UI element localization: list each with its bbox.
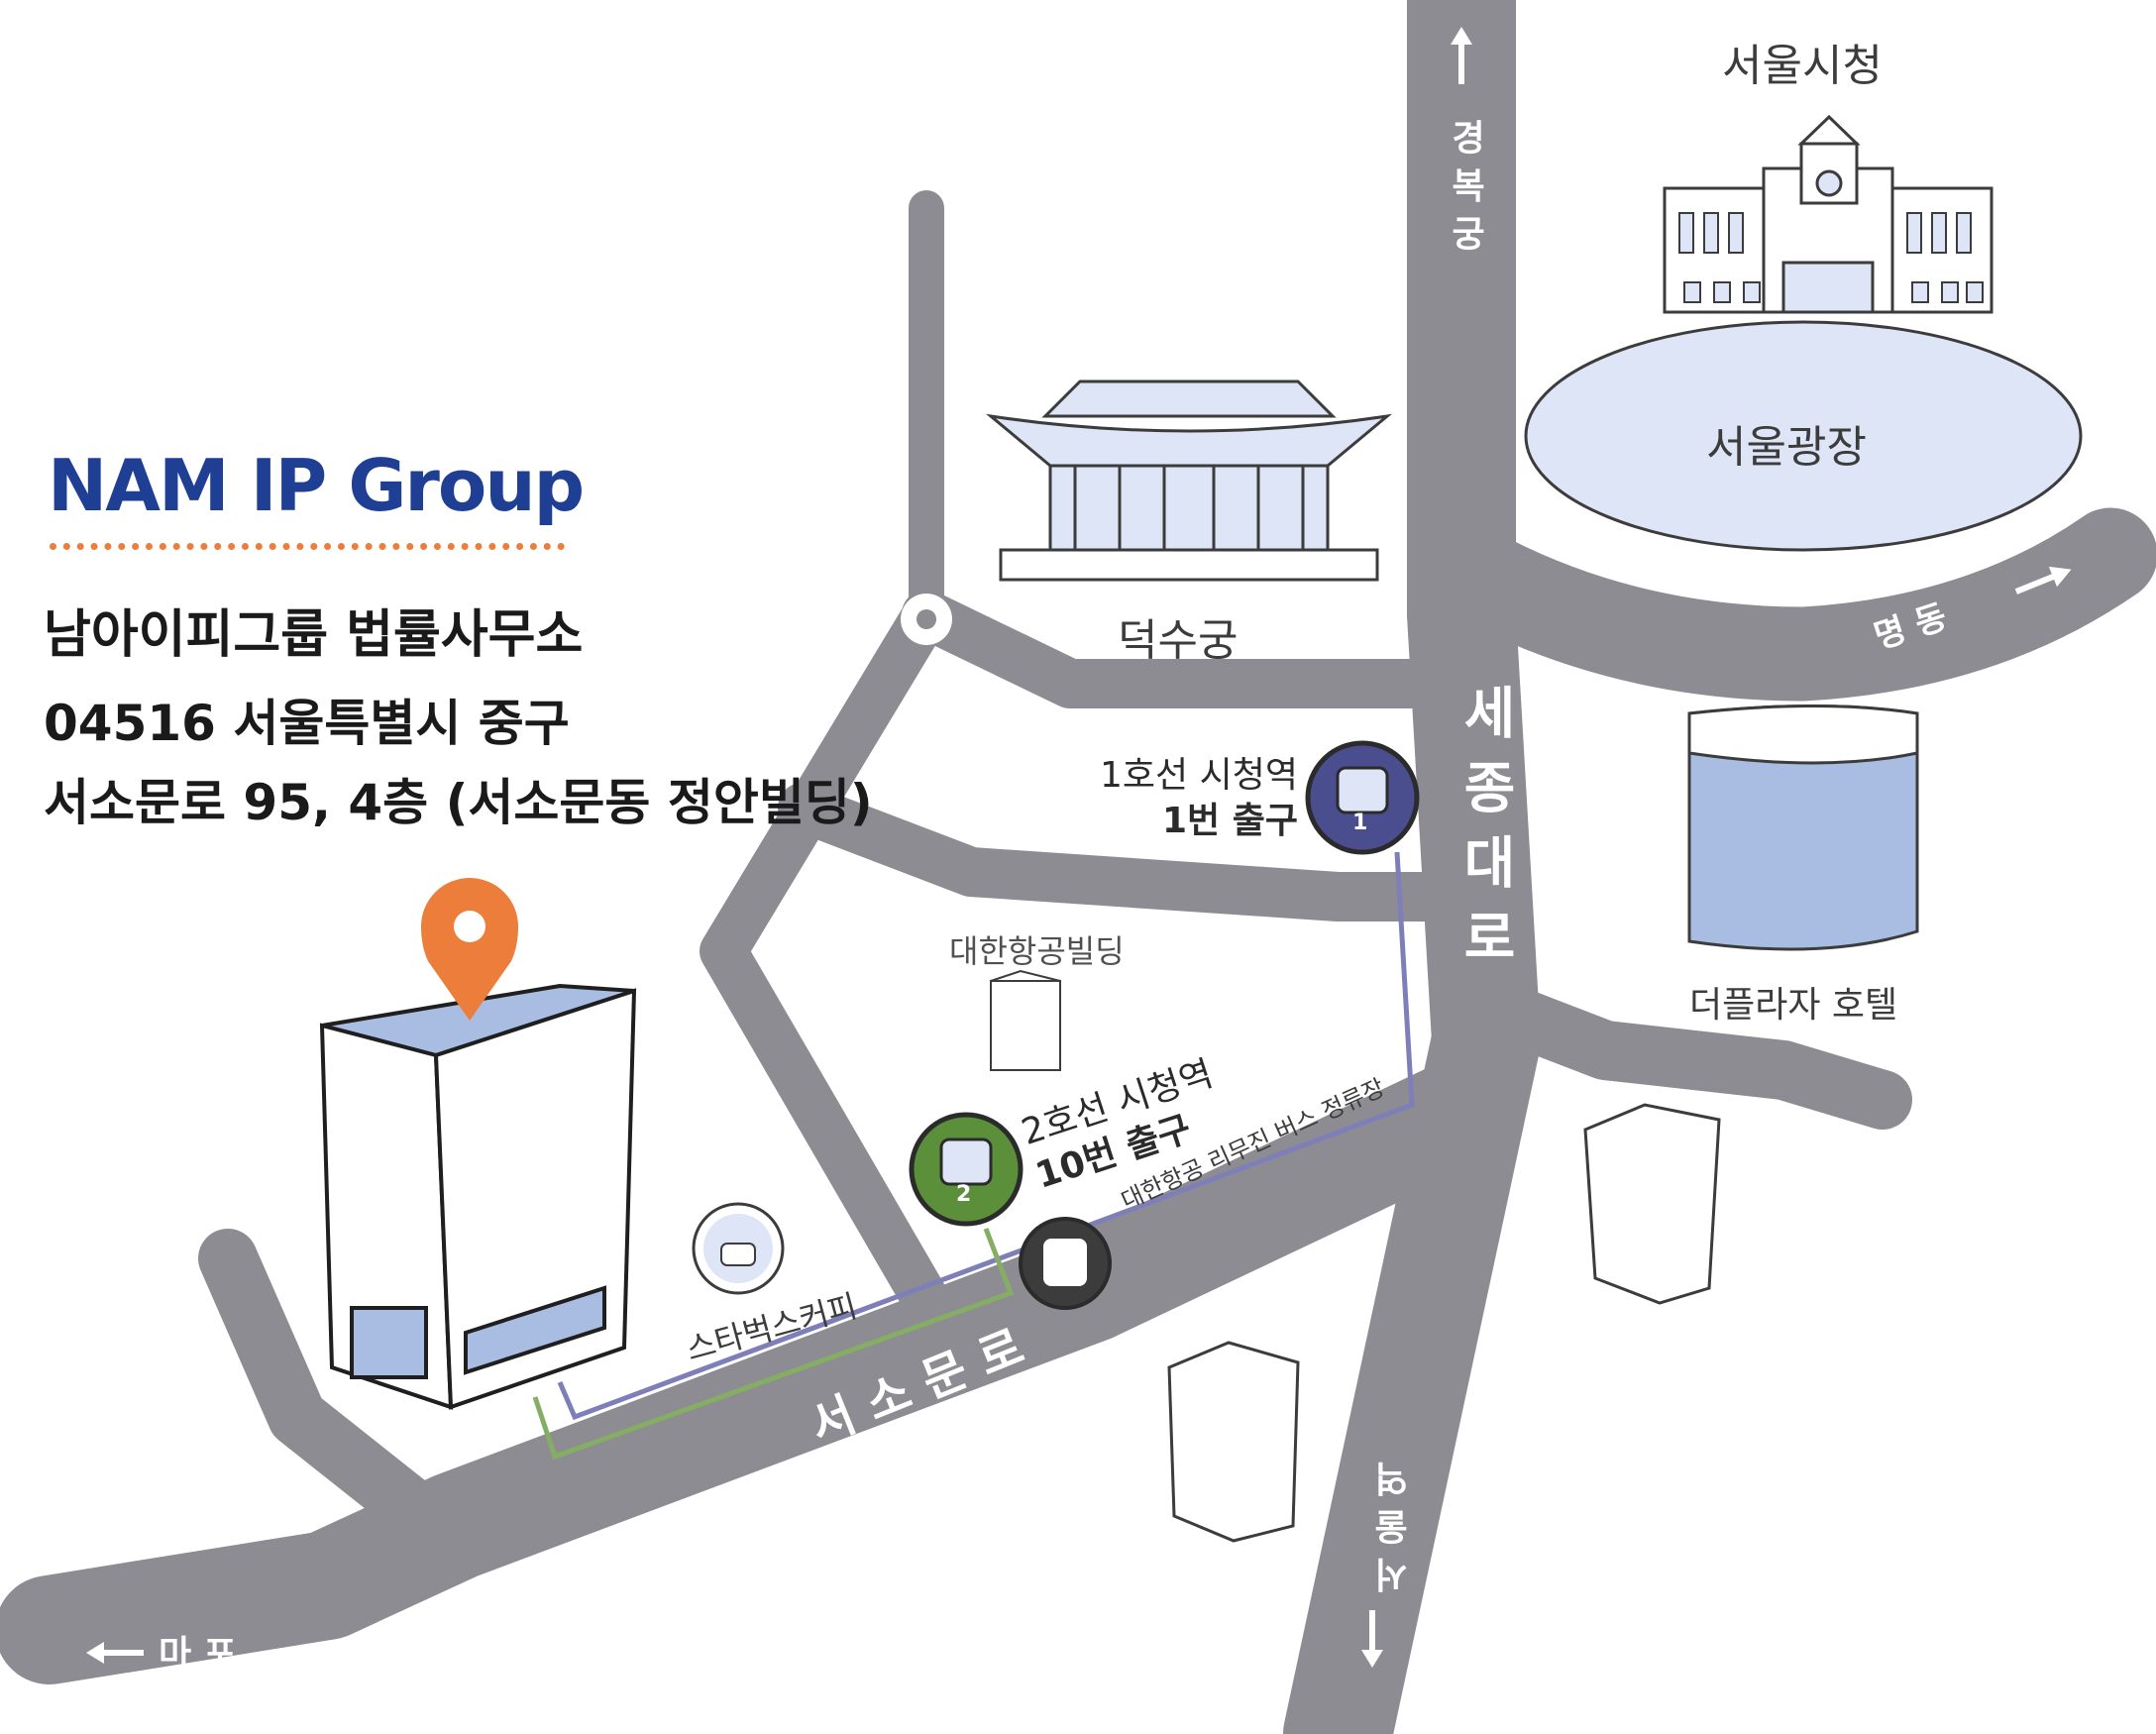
label-city-hall: 서울시청 <box>1722 41 1883 91</box>
location-pin-icon <box>421 878 518 1021</box>
line1-exit: 1번 출구 <box>1162 801 1298 841</box>
line1-walking-route <box>557 851 1415 1421</box>
line2-number: 2 <box>956 1182 972 1207</box>
line2-station-marker <box>909 1112 1024 1227</box>
road-left-branch <box>198 1229 471 1561</box>
office-building-icon <box>319 983 637 1410</box>
korean-air-building-icon <box>990 969 1061 1071</box>
coffee-cup-icon <box>692 1202 785 1295</box>
road-myeongdong <box>1429 507 2156 702</box>
divider <box>50 543 565 550</box>
plaza-hotel-icon <box>1687 704 1919 951</box>
label-plaza-hotel: 더플라자 호텔 <box>1689 985 1898 1026</box>
line1-station-marker <box>1305 740 1420 855</box>
deoksugung-palace-icon <box>985 379 1393 582</box>
nam-ip-group-logo: NAM IP Group <box>48 444 585 527</box>
label-seoul-plaza: 서울광장 <box>1706 422 1867 473</box>
line1-station-name: 1호선 시청역 <box>1100 755 1298 796</box>
line1-number: 1 <box>1352 811 1368 835</box>
arrow-down-icon <box>1361 1610 1383 1668</box>
seoul-plaza-lawn <box>1524 320 2083 552</box>
label-deoksugung: 덕수궁 <box>1118 615 1239 666</box>
road-label-mapo: 마 포 <box>159 1634 237 1675</box>
address-line1: 04516 서울특별시 중구 <box>44 695 570 752</box>
road-diagonal <box>700 591 960 1342</box>
road-city-hall-lane <box>778 783 1471 921</box>
arrow-up-icon <box>1451 27 1472 84</box>
label-korean-air-building: 대한항공빌딩 <box>949 932 1125 970</box>
road-label-gyeongbokgung: 경 복 궁 <box>1445 119 1485 252</box>
road-sejongdaero <box>1283 0 1541 1734</box>
line1-station-label: 1호선 시청역 1번 출구 <box>1100 753 1298 844</box>
city-hall-icon <box>1663 114 1994 314</box>
road-deoksugung-south <box>902 590 1461 708</box>
tower-building-icon <box>1583 1103 1721 1305</box>
bus-stop-marker <box>1019 1217 1112 1310</box>
address-line2: 서소문로 95, 4층 (서소문동 정안빌딩) <box>44 774 873 831</box>
road-label-seoul-station: 서 울 역 <box>1374 1462 1415 1594</box>
office-tower-south-icon <box>1167 1341 1300 1543</box>
arrow-left-icon <box>86 1642 144 1664</box>
road-plaza-side <box>1447 971 1912 1130</box>
arrow-right-icon <box>2014 566 2072 595</box>
line2-walking-route <box>532 1228 1015 1461</box>
road-label-sejongdaero: 세 종 대 로 <box>1453 684 1517 964</box>
office-name: 남아이피그룹 법률사무소 <box>44 605 584 665</box>
